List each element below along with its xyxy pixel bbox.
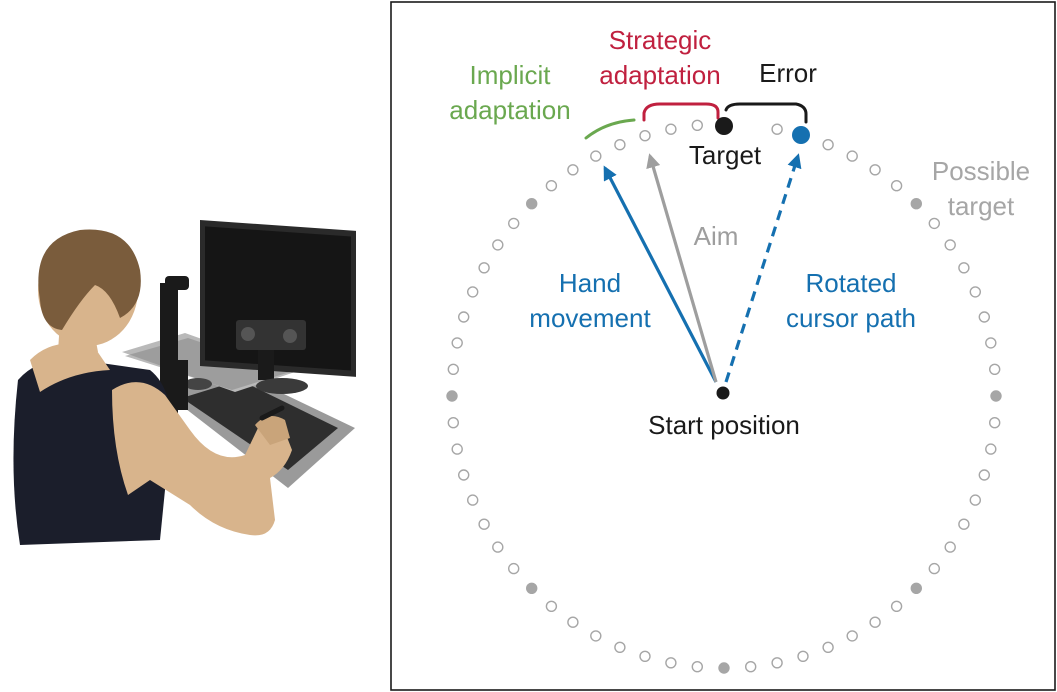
target-position-dot (614, 641, 626, 653)
target-position-dot (745, 661, 757, 673)
aim-arrow (646, 153, 718, 383)
target-position-dot (691, 661, 703, 673)
diagram-frame (390, 1, 1056, 691)
target-position-dot (458, 469, 470, 481)
target-position-dot (822, 138, 834, 151)
target-position-dot (985, 337, 997, 349)
error-bracket (724, 102, 808, 124)
rotated-cursor-label-line1: Rotated (805, 268, 896, 298)
rotated-cursor-label-line2: cursor path (786, 303, 916, 333)
target-position-dot (944, 239, 956, 251)
target-position-dot (451, 443, 463, 455)
aim-label: Aim (694, 221, 739, 251)
possible-target-label-line2: target (948, 191, 1015, 221)
possible-target-dot-filled (990, 390, 1002, 402)
target-position-dot (492, 239, 504, 251)
target-position-dot (447, 363, 459, 375)
target-position-dot (958, 262, 970, 274)
implicit-label-line2: adaptation (449, 95, 570, 125)
strategic-adaptation-bracket (642, 102, 720, 122)
start-position-marker (716, 386, 730, 400)
target-position-dot (508, 217, 520, 230)
target-position-dot (989, 417, 1001, 429)
target-position-dot (467, 286, 479, 298)
target-position-dot (969, 286, 981, 298)
possible-target-dot-filled (718, 662, 730, 674)
hand-movement-arrow (603, 165, 718, 383)
target-position-dot (869, 164, 881, 176)
possible-target-dot-filled (526, 582, 538, 594)
target-position-dot (639, 129, 651, 142)
target-position-dot (467, 494, 479, 506)
implicit-adaptation-bracket (584, 118, 636, 140)
target-position-dot (978, 311, 990, 323)
participant-at-tablet-illustration (13, 219, 356, 545)
target-position-dot (567, 164, 579, 176)
rotated-cursor-path-arrow (724, 153, 802, 383)
implicit-label-line1: Implicit (470, 60, 552, 90)
target-position-dot (508, 562, 520, 575)
possible-target-label-line1: Possible (932, 156, 1030, 186)
target-position-dot (869, 616, 881, 628)
target-position-dot (492, 541, 504, 553)
target-position-dot (478, 518, 490, 530)
target-position-dot (989, 363, 1001, 375)
cursor-marker (792, 126, 810, 144)
target-position-dot (567, 616, 579, 628)
monitor-arm (160, 283, 178, 418)
target-position-dot (771, 123, 783, 135)
target-position-dot (890, 179, 903, 192)
target-position-dot (590, 630, 602, 642)
target-position-dot (478, 262, 490, 274)
target-label: Target (689, 140, 762, 170)
participant-hair (38, 229, 141, 330)
possible-target-dot-filled (910, 582, 922, 594)
target-position-dot (846, 150, 858, 162)
target-position-dot (846, 630, 858, 642)
target-position-dot (958, 518, 970, 530)
target-position-dot (545, 600, 558, 612)
target-position-dot (969, 494, 981, 506)
start-position-label: Start position (648, 410, 800, 440)
target-position-dot (447, 417, 459, 429)
target-position-dot (797, 650, 809, 662)
target-position-dot (639, 650, 651, 662)
participant-arm (112, 382, 292, 536)
possible-target-dot-filled (526, 197, 538, 210)
hand-movement-label-line1: Hand (559, 268, 621, 298)
target-position-dot (928, 562, 940, 575)
possible-target-dot-filled (446, 390, 458, 402)
hand-movement-label-line2: movement (529, 303, 651, 333)
target-position-dot (665, 657, 677, 669)
target-position-dot (822, 641, 834, 653)
possible-target-dot-filled (910, 197, 922, 210)
target-position-dot (944, 541, 956, 553)
target-position-dot (890, 600, 903, 612)
strategic-label-line2: adaptation (599, 60, 720, 90)
target-position-dot (614, 138, 626, 151)
target-marker (715, 117, 733, 135)
target-position-dot (545, 179, 558, 192)
target-position-dot (590, 150, 602, 162)
target-position-dot (985, 443, 997, 455)
target-position-dot (978, 469, 990, 481)
strategic-label-line1: Strategic (609, 25, 712, 55)
target-position-dot (771, 657, 783, 669)
target-position-dot (451, 337, 463, 349)
target-position-dot (928, 217, 940, 230)
error-label: Error (759, 58, 817, 88)
target-position-dot (691, 119, 703, 132)
target-position-dot (665, 123, 677, 135)
target-position-dot (458, 311, 470, 323)
